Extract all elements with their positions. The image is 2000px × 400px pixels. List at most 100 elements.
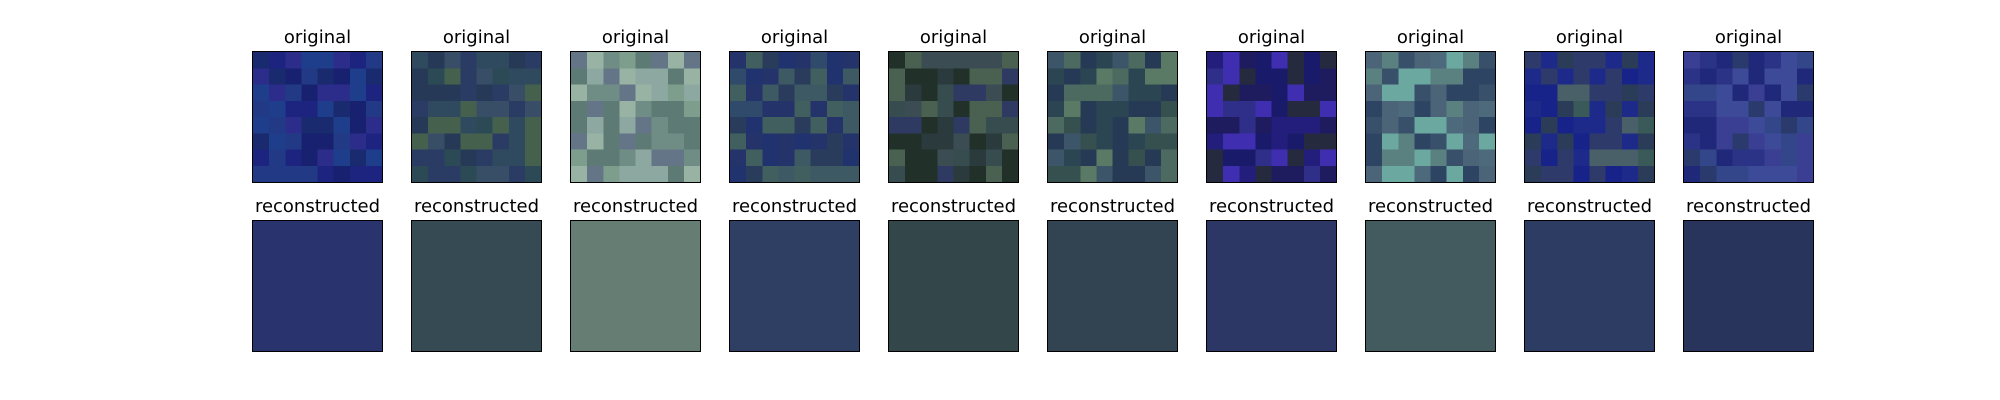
pixel bbox=[269, 84, 286, 101]
pixel bbox=[1589, 149, 1606, 166]
pixel bbox=[1462, 149, 1479, 166]
pixel bbox=[651, 165, 668, 182]
pixel bbox=[1637, 133, 1654, 150]
pixel bbox=[1144, 84, 1161, 101]
pixel bbox=[1430, 117, 1447, 134]
pixel bbox=[1382, 52, 1399, 69]
pixel bbox=[1223, 68, 1240, 85]
pixel bbox=[571, 84, 588, 101]
original-title: original bbox=[1714, 27, 1783, 48]
pixel bbox=[1637, 84, 1654, 101]
pixel bbox=[1128, 165, 1145, 182]
pixel bbox=[889, 117, 906, 134]
pixel bbox=[1048, 133, 1065, 150]
pixel bbox=[1764, 149, 1781, 166]
pixel bbox=[810, 84, 827, 101]
pixel bbox=[301, 52, 318, 69]
pixel bbox=[1525, 100, 1542, 117]
pixel bbox=[317, 165, 334, 182]
pixel bbox=[1255, 84, 1272, 101]
pixel bbox=[365, 117, 382, 134]
pixel bbox=[571, 149, 588, 166]
pixel bbox=[1207, 84, 1224, 101]
pixel bbox=[1780, 117, 1797, 134]
pixel bbox=[1207, 100, 1224, 117]
pixel bbox=[508, 100, 525, 117]
pixel bbox=[524, 52, 541, 69]
pixel bbox=[1096, 100, 1113, 117]
pixel bbox=[460, 52, 477, 69]
pixel bbox=[746, 100, 763, 117]
pixel bbox=[794, 117, 811, 134]
pixel bbox=[810, 165, 827, 182]
pixel bbox=[651, 100, 668, 117]
pixel bbox=[1796, 165, 1813, 182]
pixel bbox=[794, 149, 811, 166]
pixel bbox=[412, 84, 429, 101]
pixel bbox=[810, 68, 827, 85]
pixel bbox=[1112, 133, 1129, 150]
reconstructed-title: reconstructed bbox=[1208, 196, 1335, 217]
pixel bbox=[619, 149, 636, 166]
pixel bbox=[492, 68, 509, 85]
reconstructed-fill bbox=[412, 221, 541, 351]
pixel bbox=[969, 117, 986, 134]
pixel bbox=[746, 133, 763, 150]
pixel bbox=[1080, 149, 1097, 166]
pixel bbox=[1303, 68, 1320, 85]
pixel bbox=[269, 52, 286, 69]
pixel bbox=[365, 165, 382, 182]
pixel bbox=[1001, 117, 1018, 134]
pixel bbox=[905, 84, 922, 101]
pixel bbox=[492, 100, 509, 117]
pixel bbox=[683, 117, 700, 134]
pixel bbox=[1223, 149, 1240, 166]
pixel bbox=[1366, 149, 1383, 166]
pixel bbox=[985, 117, 1002, 134]
original-image bbox=[1524, 51, 1655, 183]
pixel bbox=[1303, 117, 1320, 134]
pixel bbox=[1525, 84, 1542, 101]
pixel bbox=[842, 165, 859, 182]
pixel bbox=[1796, 84, 1813, 101]
pixel bbox=[1796, 117, 1813, 134]
reconstructed-image bbox=[888, 220, 1019, 352]
pixel bbox=[587, 52, 604, 69]
pixel bbox=[905, 68, 922, 85]
reconstructed-title: reconstructed bbox=[731, 196, 858, 217]
pixel bbox=[826, 165, 843, 182]
pixel bbox=[333, 52, 350, 69]
pixel bbox=[794, 100, 811, 117]
pixel bbox=[985, 149, 1002, 166]
pixel bbox=[651, 84, 668, 101]
pixel bbox=[476, 100, 493, 117]
pixel bbox=[1462, 117, 1479, 134]
pixel bbox=[921, 165, 938, 182]
pixel bbox=[1112, 68, 1129, 85]
pixel bbox=[587, 68, 604, 85]
pixel bbox=[1239, 133, 1256, 150]
pixel bbox=[1541, 149, 1558, 166]
pixel bbox=[667, 100, 684, 117]
pixel bbox=[571, 165, 588, 182]
pixel bbox=[985, 100, 1002, 117]
pixel bbox=[1064, 52, 1081, 69]
pixel bbox=[667, 52, 684, 69]
pixel bbox=[905, 165, 922, 182]
pixel bbox=[953, 133, 970, 150]
pixel bbox=[1748, 68, 1765, 85]
pixel bbox=[1748, 133, 1765, 150]
pixel bbox=[1525, 52, 1542, 69]
pixel bbox=[253, 117, 270, 134]
pixel bbox=[1223, 133, 1240, 150]
pixel bbox=[1398, 100, 1415, 117]
pixel bbox=[1096, 133, 1113, 150]
pixel bbox=[1048, 100, 1065, 117]
pixel bbox=[937, 52, 954, 69]
pixel bbox=[1414, 68, 1431, 85]
pixel bbox=[1080, 165, 1097, 182]
pixel bbox=[937, 117, 954, 134]
pixel bbox=[1366, 52, 1383, 69]
pixel bbox=[969, 165, 986, 182]
pixel bbox=[492, 84, 509, 101]
